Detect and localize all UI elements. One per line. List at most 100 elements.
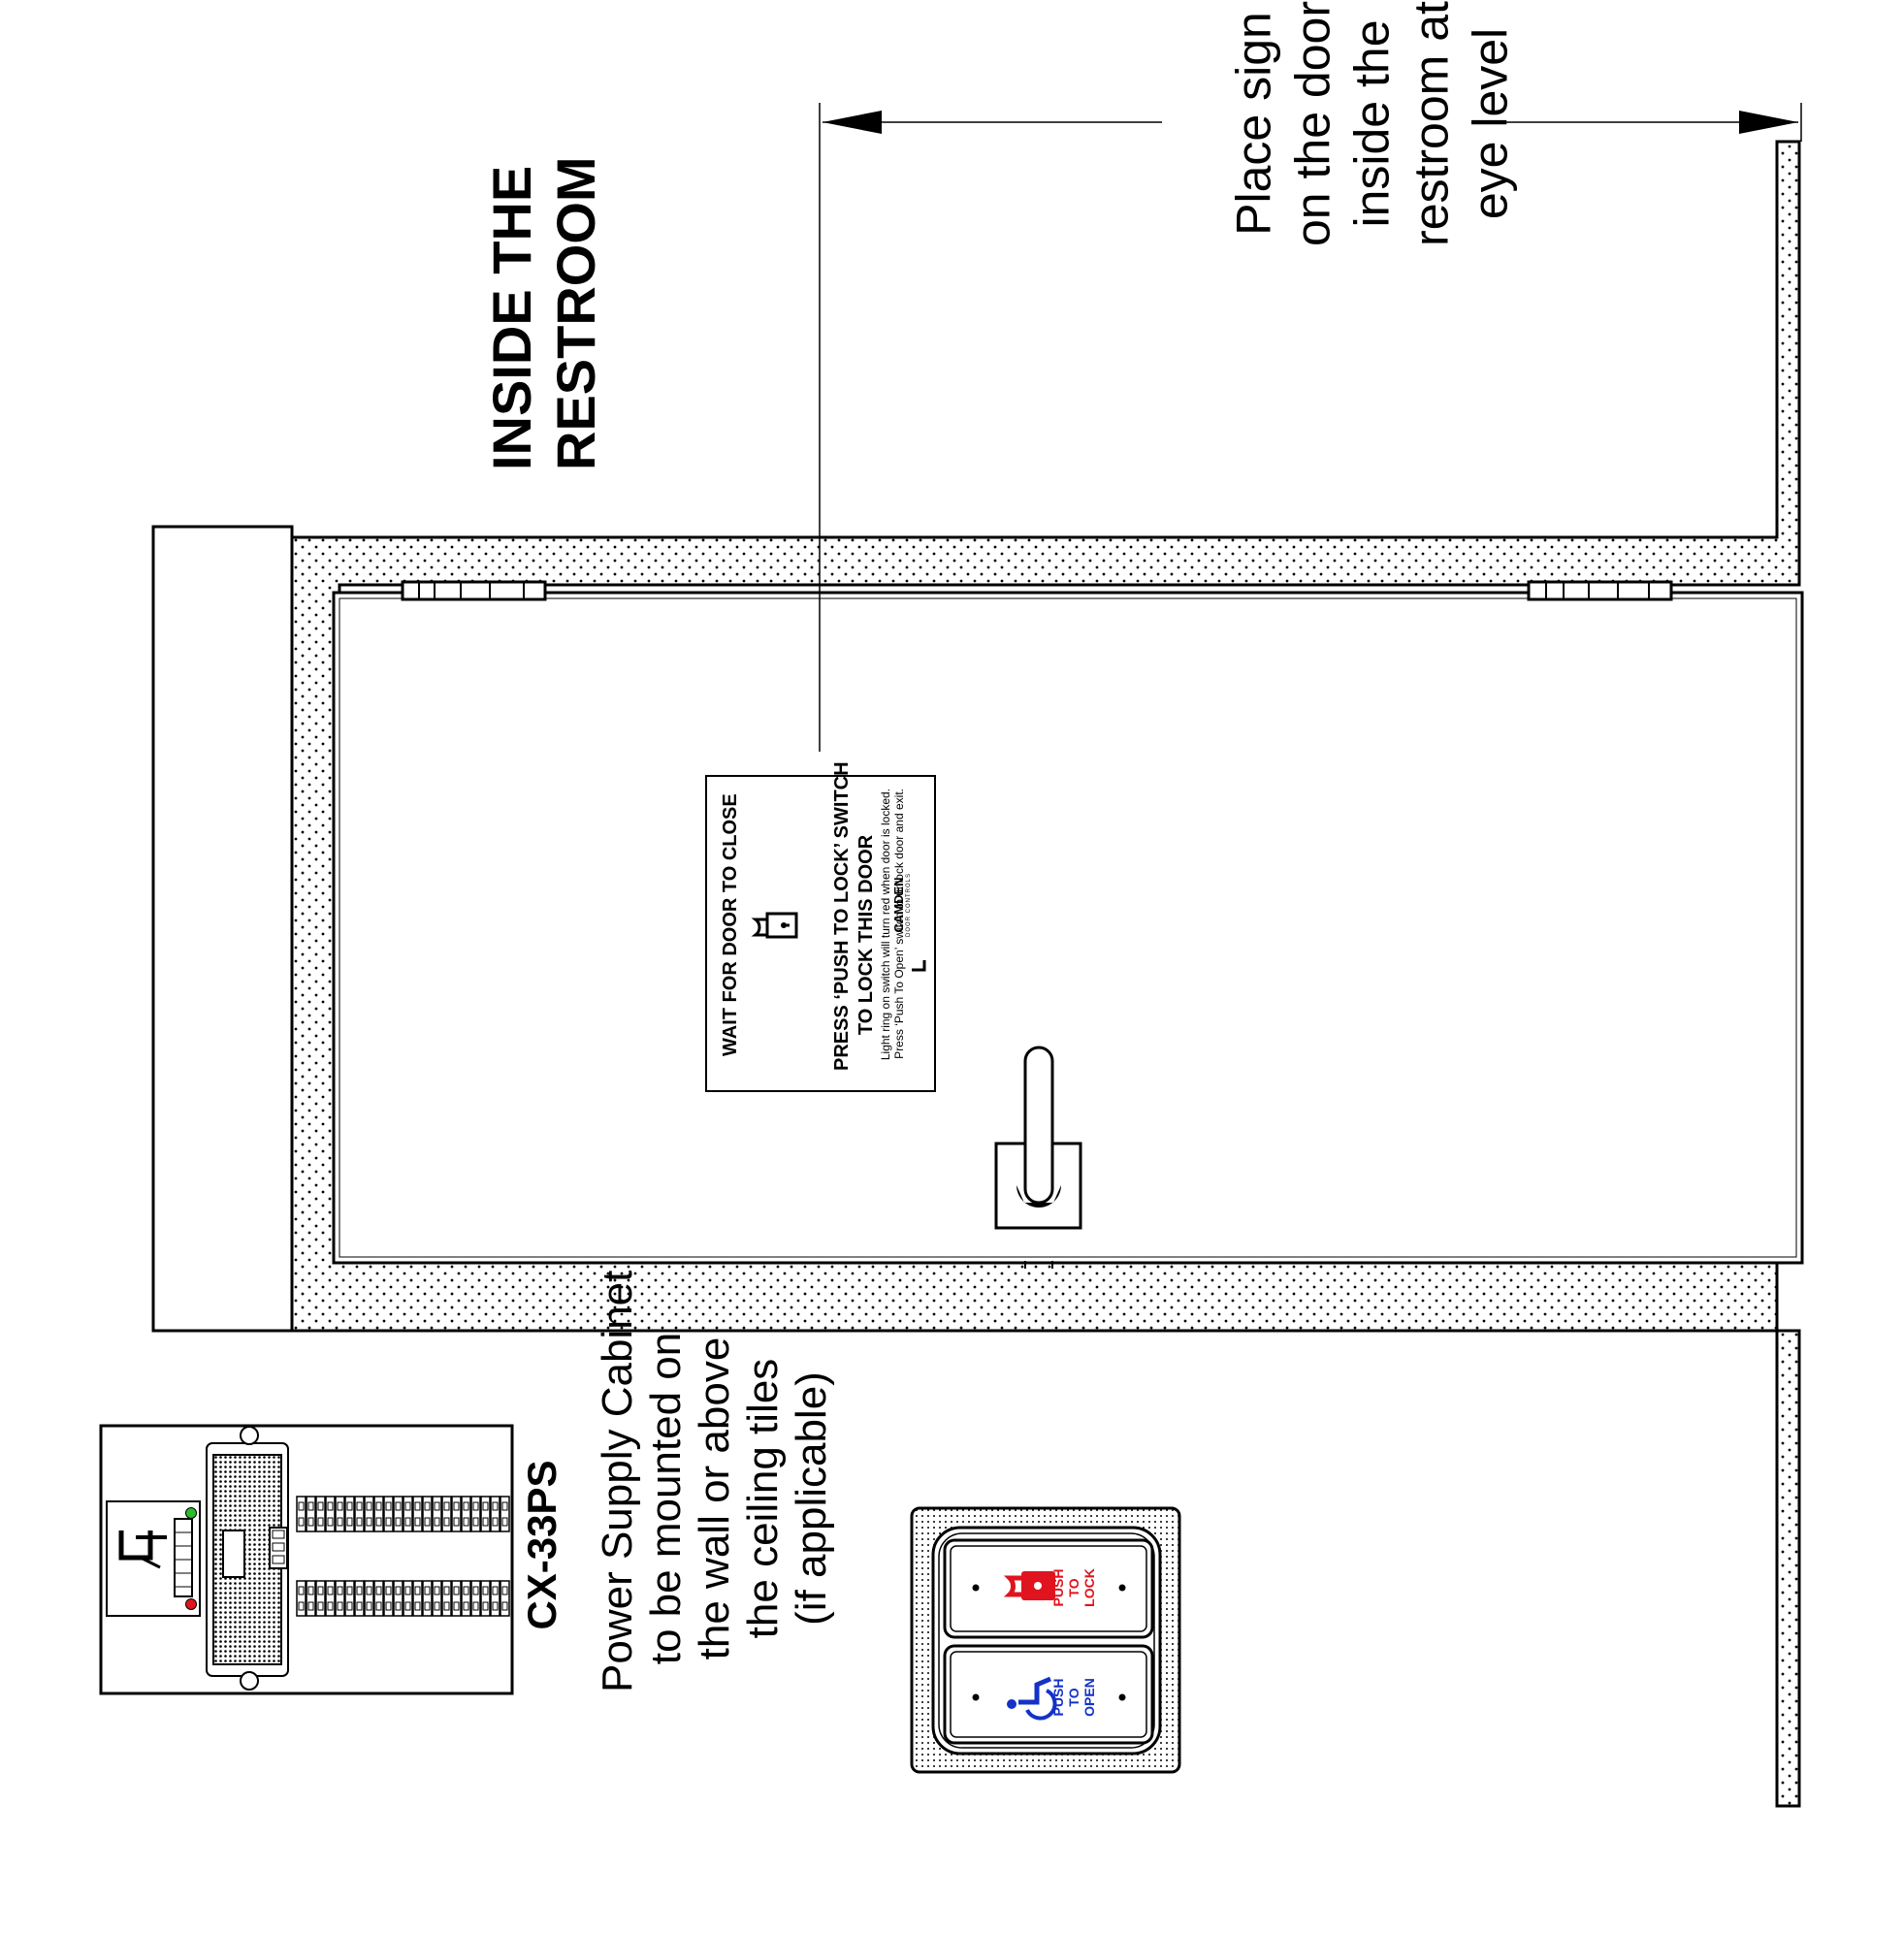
terminal-screw <box>463 1517 469 1527</box>
instruction-line: restroom at <box>1404 1 1459 246</box>
terminal <box>451 1496 462 1532</box>
terminal-screw <box>385 1517 392 1527</box>
terminal-screw <box>307 1586 314 1595</box>
terminal <box>344 1496 355 1532</box>
terminal-screw <box>307 1601 314 1611</box>
terminal-screw <box>375 1586 382 1595</box>
terminal-screw <box>424 1586 431 1595</box>
push-to-open-switch[interactable] <box>943 1644 1154 1745</box>
terminal <box>500 1580 510 1617</box>
terminal <box>373 1496 384 1532</box>
terminal <box>422 1580 433 1617</box>
terminal-screw <box>492 1601 499 1611</box>
terminal-screw <box>346 1501 353 1511</box>
terminal-screw <box>346 1586 353 1595</box>
terminal-screw <box>443 1586 450 1595</box>
terminal-screw <box>482 1586 489 1595</box>
terminal <box>403 1580 413 1617</box>
terminal <box>432 1580 442 1617</box>
terminal-screw <box>375 1501 382 1511</box>
terminal-screw <box>424 1601 431 1611</box>
dimension-line <box>819 103 1802 752</box>
terminal <box>335 1580 345 1617</box>
terminal-screw <box>356 1586 363 1595</box>
terminal-screw <box>317 1601 324 1611</box>
terminal-screw <box>298 1586 305 1595</box>
terminal-screw <box>375 1601 382 1611</box>
switch-label-line: TO <box>1066 1688 1081 1707</box>
terminal-screw <box>356 1501 363 1511</box>
terminal <box>461 1496 471 1532</box>
terminal-screw <box>492 1517 499 1527</box>
push-to-lock-switch[interactable] <box>943 1538 1154 1639</box>
terminal-screw <box>414 1501 421 1511</box>
terminal-screw <box>337 1601 343 1611</box>
terminal <box>354 1580 365 1617</box>
terminal-screw <box>337 1501 343 1511</box>
cabinet-line: Power Supply Cabinet <box>594 1270 641 1692</box>
sign-line: TO LOCK THIS DOOR <box>855 834 877 1036</box>
switch-label-line: OPEN <box>1081 1678 1097 1717</box>
terminal-screw <box>327 1517 334 1527</box>
cabinet-line: to be mounted on <box>642 1332 690 1665</box>
instruction-line: on the door <box>1285 1 1340 246</box>
terminal <box>461 1580 471 1617</box>
terminal <box>315 1580 326 1617</box>
terminal-screw <box>366 1586 372 1595</box>
terminal-screw <box>453 1501 460 1511</box>
terminal-screw <box>317 1517 324 1527</box>
terminal <box>441 1580 452 1617</box>
terminal <box>403 1496 413 1532</box>
terminal-screw <box>463 1501 469 1511</box>
terminal-screw <box>443 1601 450 1611</box>
heading-line: INSIDE THE <box>481 165 542 470</box>
terminal-screw <box>453 1586 460 1595</box>
terminal-screw <box>327 1501 334 1511</box>
terminal-screw <box>375 1517 382 1527</box>
terminal-screw <box>337 1517 343 1527</box>
terminal-screw <box>385 1501 392 1511</box>
terminal-screw <box>501 1586 508 1595</box>
terminal-screw <box>404 1586 411 1595</box>
cabinet-line: the wall or above <box>691 1337 738 1660</box>
terminal <box>306 1580 316 1617</box>
terminal-screw <box>492 1501 499 1511</box>
terminal <box>315 1496 326 1532</box>
terminal <box>470 1496 481 1532</box>
terminal <box>441 1496 452 1532</box>
terminal-screw <box>482 1517 489 1527</box>
terminal-screw <box>366 1501 372 1511</box>
terminal-screw <box>501 1501 508 1511</box>
terminal <box>412 1580 423 1617</box>
terminal <box>393 1580 403 1617</box>
terminal-screw <box>414 1517 421 1527</box>
push-switch-plate <box>910 1506 1181 1774</box>
terminal-screw <box>385 1586 392 1595</box>
heading: INSIDE THE RESTROOM <box>480 82 608 470</box>
terminal <box>364 1496 374 1532</box>
placement-instruction: Place sign on the door inside the restro… <box>1225 0 1521 270</box>
lock-sign <box>705 775 936 1092</box>
brand-sub: DOOR CONTROLS <box>906 873 912 938</box>
terminal-screw <box>434 1586 440 1595</box>
terminal-screw <box>307 1517 314 1527</box>
terminal-screw <box>404 1501 411 1511</box>
terminal-screw <box>443 1501 450 1511</box>
instruction-line: inside the <box>1344 19 1400 228</box>
cabinet-line: (if applicable) <box>788 1371 835 1626</box>
push-to-lock-label: PUSH TO LOCK <box>1050 1559 1101 1617</box>
camden-logo-mark <box>912 960 926 972</box>
terminal-screw <box>395 1601 402 1611</box>
door-header <box>151 525 294 1333</box>
terminal <box>480 1496 491 1532</box>
cabinet-line: the ceiling tiles <box>739 1358 787 1639</box>
terminal-screw <box>453 1601 460 1611</box>
terminal <box>490 1496 500 1532</box>
terminal <box>296 1496 307 1532</box>
terminal-screw <box>346 1517 353 1527</box>
terminal <box>383 1580 394 1617</box>
cabinet-description: Power Supply Cabinet to be mounted on th… <box>594 1270 836 1692</box>
terminal <box>422 1496 433 1532</box>
camden-brand: CAMDEN DOOR CONTROLS <box>891 856 918 953</box>
